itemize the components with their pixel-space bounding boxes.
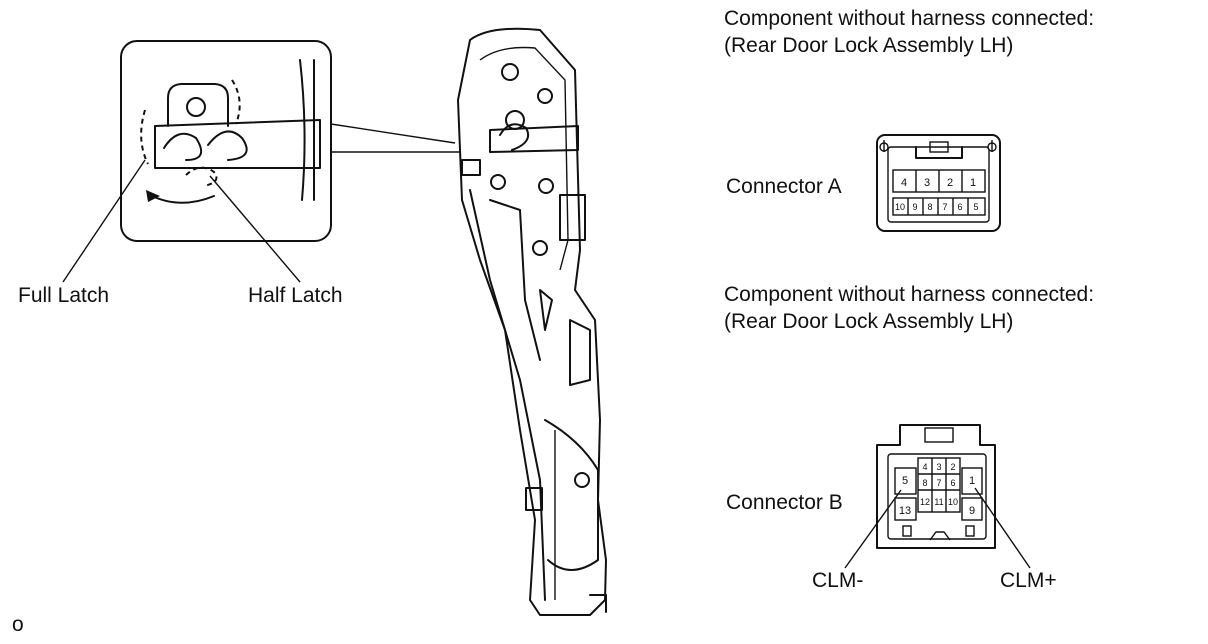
- connector-a-pins: 4 3 2 1 10 9 8 7 6 5: [895, 177, 979, 212]
- connector-a-heading-line2: (Rear Door Lock Assembly LH): [724, 34, 1014, 57]
- clm-minus-leader: [844, 489, 902, 569]
- connector-b-pin: 11: [934, 497, 943, 507]
- connector-a-pin: 1: [970, 177, 976, 189]
- connector-b-pin: 9: [969, 505, 975, 517]
- full-latch-leader: [62, 159, 146, 283]
- corner-mark: o: [12, 613, 24, 636]
- connector-a-pin: 5: [973, 202, 978, 212]
- connector-b-pin: 7: [936, 478, 941, 488]
- detail-leader-top: [330, 123, 456, 144]
- clm-minus-label: CLM-: [812, 569, 864, 592]
- connector-a-pin: 8: [927, 202, 932, 212]
- door-lock-assembly: [457, 27, 607, 616]
- full-latch-label: Full Latch: [18, 284, 110, 307]
- connector-a-pin: 10: [895, 202, 905, 212]
- connector-b-pin: 3: [936, 462, 941, 472]
- clm-plus-leader: [974, 487, 1031, 569]
- connector-b-pin: 5: [902, 475, 908, 487]
- connector-b-label: Connector B: [726, 491, 843, 514]
- connector-b-pin: 4: [922, 462, 927, 472]
- latch-detail-box: [120, 40, 332, 242]
- connector-b-body: [876, 424, 996, 549]
- connector-a-pin: 3: [924, 177, 930, 189]
- half-latch-leader: [209, 175, 301, 283]
- connector-b-pin: 2: [950, 462, 955, 472]
- half-latch-label: Half Latch: [248, 284, 343, 307]
- connector-b-pin: 13: [899, 505, 911, 517]
- connector-a-pin: 2: [947, 177, 953, 189]
- connector-b-pin: 12: [920, 497, 930, 507]
- connector-b-pin: 6: [950, 478, 955, 488]
- connector-b-heading-line2: (Rear Door Lock Assembly LH): [724, 310, 1014, 333]
- connector-a-pin: 6: [957, 202, 962, 212]
- connector-b-pin: 8: [922, 478, 927, 488]
- connector-b-pin: 10: [948, 497, 958, 507]
- connector-a-label: Connector A: [726, 175, 842, 198]
- connector-b-pins: 4 3 2 8 7 6 12 11 10 5 13 1 9: [899, 462, 975, 517]
- connector-b-pin: 1: [969, 475, 975, 487]
- connector-a-pin: 7: [942, 202, 947, 212]
- connector-b-heading-line1: Component without harness connected:: [724, 283, 1095, 306]
- connector-a-heading-line1: Component without harness connected:: [724, 7, 1095, 30]
- connector-a-pin: 9: [912, 202, 917, 212]
- latch-mechanism-detail: [140, 59, 321, 204]
- clm-plus-label: CLM+: [1000, 569, 1057, 592]
- connector-a-body: [876, 134, 1001, 232]
- connector-a-pin: 4: [901, 177, 907, 189]
